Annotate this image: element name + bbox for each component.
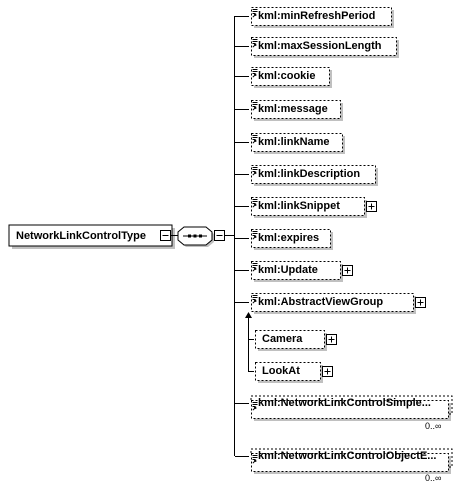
multi-box-decorations: [250, 395, 453, 468]
cardinality-object-extension: 0..∞: [425, 473, 442, 483]
element-min-refresh-period-label: kml:minRefreshPeriod: [258, 10, 376, 22]
expand-button[interactable]: [342, 265, 353, 276]
element-max-session-length-label: kml:maxSessionLength: [258, 40, 382, 52]
root-type-box[interactable]: [8, 224, 175, 249]
element-cookie-label: kml:cookie: [258, 70, 316, 82]
element-link-description-label: kml:linkDescription: [258, 168, 361, 180]
element-expires-label: kml:expires: [258, 232, 320, 244]
element-abstract-view-group-label: kml:AbstractViewGroup: [258, 296, 384, 308]
substitution-lookat-label: LookAt: [262, 365, 300, 377]
sequence-compositor[interactable]: [177, 226, 214, 247]
element-link-snippet-box[interactable]: [251, 197, 377, 219]
element-cookie-box[interactable]: [251, 67, 333, 89]
element-update-box[interactable]: [251, 261, 353, 283]
expand-button[interactable]: [322, 366, 333, 377]
element-abstract-view-group-box[interactable]: [251, 293, 426, 315]
substitution-camera-label: Camera: [262, 333, 303, 345]
sequence-collapse-button[interactable]: [214, 230, 225, 241]
substitution-arrow-icon: [245, 312, 252, 318]
element-network-link-control-object-extension-box[interactable]: [251, 453, 452, 475]
cardinality-simple-extension: 0..∞: [425, 421, 442, 431]
element-network-link-control-simple-extension-box[interactable]: [251, 400, 452, 422]
tree-connectors: [224, 16, 254, 457]
root-type-label: NetworkLinkControlType: [16, 230, 146, 242]
element-update-label: kml:Update: [258, 264, 318, 276]
expand-button[interactable]: [415, 297, 426, 308]
expand-button[interactable]: [326, 334, 337, 345]
element-message-box[interactable]: [251, 100, 344, 122]
element-link-snippet-label: kml:linkSnippet: [258, 200, 340, 212]
element-link-name-box[interactable]: [251, 133, 346, 155]
element-network-link-control-simple-extension-label: kml:NetworkLinkControlSimple...: [258, 397, 431, 409]
element-expires-box[interactable]: [251, 229, 334, 251]
element-link-name-label: kml:linkName: [258, 136, 330, 148]
expand-button[interactable]: [366, 201, 377, 212]
element-max-session-length-box[interactable]: [251, 37, 400, 59]
root-collapse-button[interactable]: [160, 230, 171, 241]
element-network-link-control-object-extension-label: kml:NetworkLinkControlObjectE...: [258, 450, 437, 462]
substitution-camera-box[interactable]: [255, 330, 337, 352]
element-min-refresh-period-box[interactable]: [251, 7, 395, 29]
element-link-description-box[interactable]: [251, 165, 379, 187]
element-message-label: kml:message: [258, 103, 328, 115]
element-boxes: [251, 7, 452, 475]
substitution-lookat-box[interactable]: [255, 362, 333, 384]
